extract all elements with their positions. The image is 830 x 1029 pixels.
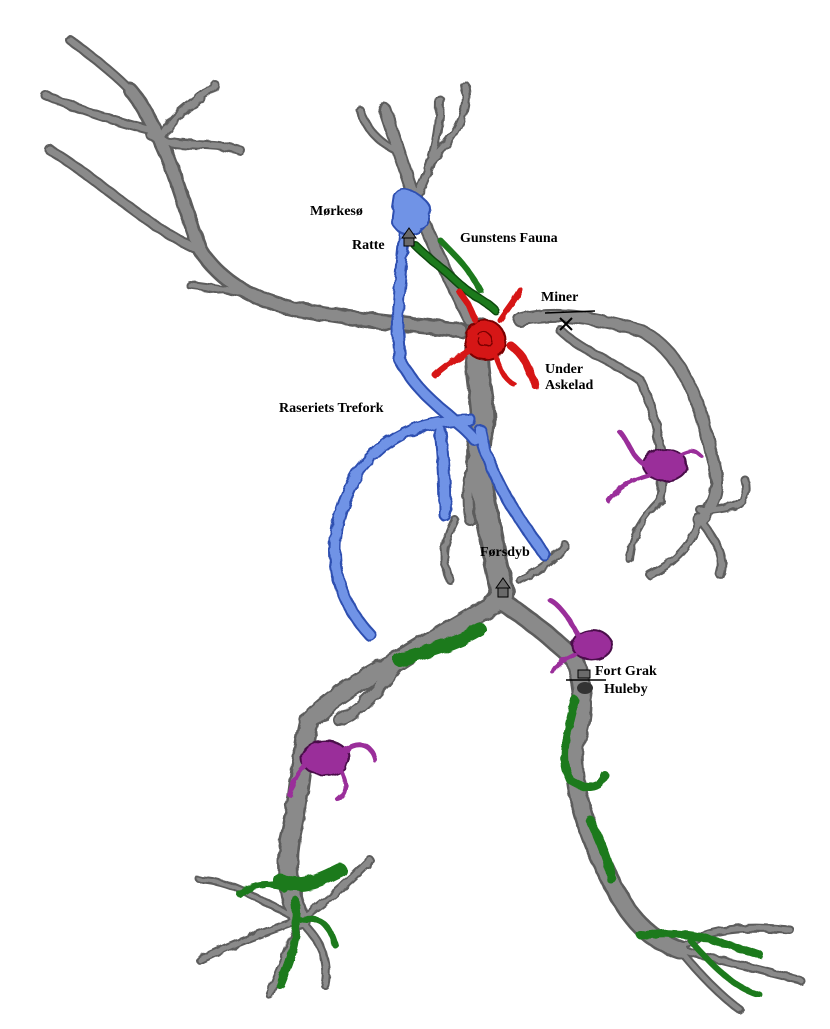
lair-icon	[287, 740, 378, 802]
cave-entrance-icon	[566, 669, 606, 694]
underground-rivers	[328, 188, 552, 642]
creature-lairs	[287, 429, 702, 802]
danger-zone-under-askelad	[432, 287, 539, 389]
tunnel-network	[40, 35, 805, 1015]
label-huleby: Huleby	[604, 682, 648, 697]
mine-icon	[544, 310, 596, 331]
label-under-askelad: Under Askelad	[545, 362, 594, 393]
town-icon	[495, 577, 511, 598]
lair-icon	[547, 597, 613, 675]
label-miner: Miner	[541, 290, 579, 305]
label-morkeso: Mørkesø	[310, 204, 363, 219]
town-icon	[401, 227, 417, 247]
label-raseriets-trefork: Raseriets Trefork	[279, 401, 384, 416]
lair-icon	[605, 429, 702, 503]
label-fort-grak: Fort Grak	[595, 664, 657, 679]
label-ratte: Ratte	[352, 238, 385, 253]
label-forsdyb: Førsdyb	[480, 545, 530, 560]
lake-morkeso	[390, 188, 432, 236]
label-gunstens-fauna: Gunstens Fauna	[460, 231, 558, 246]
fauna-regions	[237, 237, 764, 998]
